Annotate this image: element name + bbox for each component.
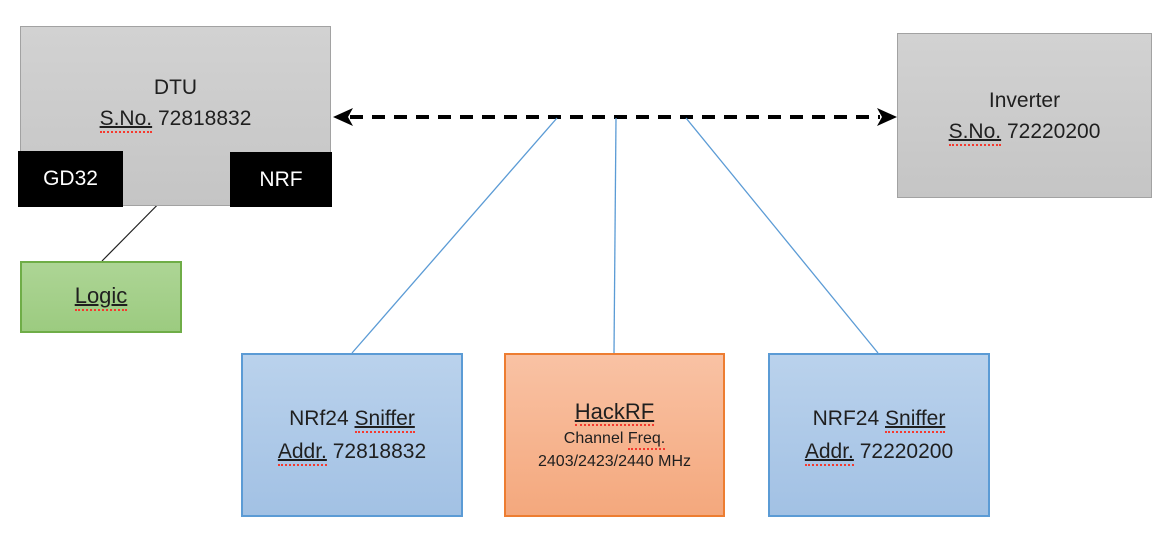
hackrf-box: HackRF Channel Freq. 2403/2423/2440 MHz xyxy=(504,353,725,517)
sniffer-right-addr-value: 72220200 xyxy=(859,440,954,463)
gd32-chip-label: GD32 xyxy=(43,167,98,190)
sniffer-left-box: NRf24 Sniffer Addr. 72818832 xyxy=(241,353,463,517)
tap-line-sniffer-left xyxy=(351,117,558,354)
sniffer-left-addr-label: Addr. xyxy=(277,440,327,467)
inverter-serial-value: 72220200 xyxy=(1006,119,1101,143)
sniffer-left-word: Sniffer xyxy=(354,407,415,434)
tap-line-sniffer-right xyxy=(685,117,879,354)
inverter-title: Inverter xyxy=(988,88,1061,112)
logic-label: Logic xyxy=(74,283,128,311)
sniffer-right-word: Sniffer xyxy=(885,407,946,434)
gd32-chip: GD32 xyxy=(18,151,123,207)
inverter-serial-label: S.No. xyxy=(948,120,1002,146)
nrf-chip: NRF xyxy=(230,152,332,207)
sniffer-right-line1: NRF24 Sniffer xyxy=(813,402,946,435)
hackrf-title-line: HackRF xyxy=(574,397,655,427)
sniffer-left-line2: Addr. 72818832 xyxy=(277,435,427,468)
arrowhead-right-icon xyxy=(877,108,897,126)
sniffer-right-name: NRF24 xyxy=(812,407,880,430)
hackrf-channel-line: Channel Freq. xyxy=(563,427,666,451)
logic-box: Logic xyxy=(20,261,182,333)
arrowhead-left-icon xyxy=(333,108,353,126)
dtu-serial-label: S.No. xyxy=(99,107,153,134)
sniffer-left-addr-value: 72818832 xyxy=(332,440,427,463)
sniffer-right-addr-label: Addr. xyxy=(804,440,854,467)
dtu-serial: S.No. 72818832 xyxy=(99,103,252,134)
dtu-title: DTU xyxy=(153,76,198,99)
nrf-chip-label: NRF xyxy=(259,167,303,191)
tap-line-hackrf xyxy=(613,117,617,354)
sniffer-right-box: NRF24 Sniffer Addr. 72220200 xyxy=(768,353,990,517)
sniffer-left-line1: NRf24 Sniffer xyxy=(289,402,415,435)
sniffer-right-line2: Addr. 72220200 xyxy=(804,435,954,468)
inverter-box: Inverter S.No. 72220200 xyxy=(897,33,1152,198)
hackrf-title: HackRF xyxy=(574,399,655,427)
hackrf-channel-prefix: Channel xyxy=(563,429,624,447)
hackrf-freq-word: Freq. xyxy=(627,430,666,451)
dtu-serial-value: 72818832 xyxy=(157,107,252,130)
hackrf-frequencies: 2403/2423/2440 MHz xyxy=(538,453,691,471)
inverter-serial: S.No. 72220200 xyxy=(948,116,1101,147)
sniffer-left-name: NRf24 xyxy=(289,407,349,430)
